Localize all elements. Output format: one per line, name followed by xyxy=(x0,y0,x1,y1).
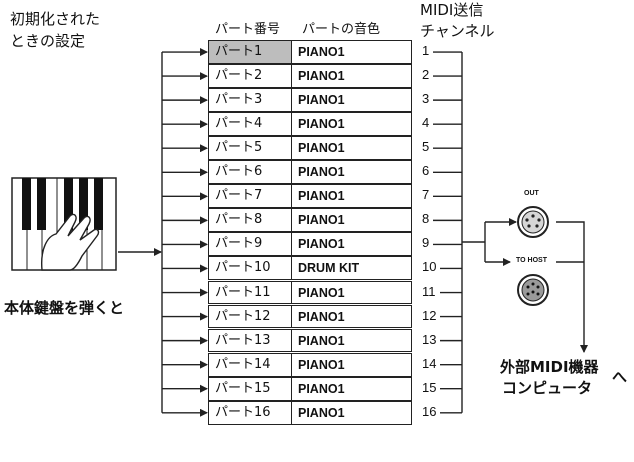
part-number-cell: パート5 xyxy=(208,136,292,161)
part-number-cell: パート7 xyxy=(208,184,292,209)
part-tone-header: パートの音色 xyxy=(302,22,381,37)
initial-setting-label: 初期化された ときの設定 xyxy=(10,8,100,52)
part-number-cell: パート6 xyxy=(208,160,292,185)
midi-channel-number: 3 xyxy=(422,91,430,107)
part-tone-cell: PIANO1 xyxy=(291,376,412,401)
destination-suffix: へ xyxy=(612,368,628,386)
part-number-cell: パート12 xyxy=(208,304,292,329)
initial-setting-line-2: ときの設定 xyxy=(10,32,86,50)
to-host-port-label: TO HOST xyxy=(516,257,547,264)
part-number-cell: パート10 xyxy=(208,256,292,281)
initial-setting-line-1: 初期化された xyxy=(10,10,101,28)
part-tone-cell: PIANO1 xyxy=(291,208,412,233)
part-number-cell: パート2 xyxy=(208,64,292,88)
part-tone-cell: DRUM KIT xyxy=(291,256,412,281)
part-number-cell: パート16 xyxy=(208,400,292,425)
out-port-label: OUT xyxy=(524,190,539,197)
midi-channel-number: 1 xyxy=(422,43,430,58)
midi-channel-header-line-2: チャンネル xyxy=(420,22,495,40)
part-tone-cell: PIANO1 xyxy=(291,352,412,377)
midi-channel-number: 4 xyxy=(422,115,430,131)
part-number-cell: パート14 xyxy=(208,352,292,377)
part-tone-cell: PIANO1 xyxy=(291,64,412,88)
part-tone-cell: PIANO1 xyxy=(291,184,412,209)
part-tone-cell: PIANO1 xyxy=(291,112,412,137)
part-number-cell: パート11 xyxy=(208,280,292,305)
part-tone-cell: PIANO1 xyxy=(291,232,412,257)
part-number-cell: パート3 xyxy=(208,88,292,112)
midi-channel-number: 16 xyxy=(422,403,437,419)
destination-line-2: コンピュータ xyxy=(502,379,593,397)
part-tone-cell: PIANO1 xyxy=(291,136,412,161)
keyboard-caption: 本体鍵盤を弾くと xyxy=(4,299,125,317)
midi-channel-header: MIDI送信 チャンネル xyxy=(420,0,495,42)
destination-line-1: 外部MIDI機器 xyxy=(500,358,599,376)
midi-channel-number: 2 xyxy=(422,67,430,83)
part-number-cell: パート4 xyxy=(208,112,292,137)
part-number-cell: パート1 xyxy=(208,40,292,64)
to-host-port-icon xyxy=(517,274,549,306)
midi-channel-number: 12 xyxy=(422,307,437,323)
part-number-header: パート番号 xyxy=(215,22,281,37)
keyboard-hand-icon xyxy=(11,177,117,271)
midi-channel-number: 7 xyxy=(422,187,430,203)
midi-channel-number: 9 xyxy=(422,235,430,251)
midi-channel-number: 11 xyxy=(422,283,436,299)
midi-channel-number: 6 xyxy=(422,163,430,179)
destination-label: 外部MIDI機器 コンピュータ xyxy=(500,357,599,399)
midi-channel-number: 5 xyxy=(422,139,430,155)
part-tone-cell: PIANO1 xyxy=(291,160,412,185)
part-number-cell: パート15 xyxy=(208,376,292,401)
part-tone-cell: PIANO1 xyxy=(291,328,412,353)
part-tone-cell: PIANO1 xyxy=(291,88,412,112)
midi-channel-header-line-1: MIDI送信 xyxy=(420,1,484,19)
part-tone-cell: PIANO1 xyxy=(291,304,412,329)
part-tone-cell: PIANO1 xyxy=(291,280,412,305)
midi-channel-number: 14 xyxy=(422,355,437,371)
part-tone-cell: PIANO1 xyxy=(291,40,412,64)
part-number-cell: パート13 xyxy=(208,328,292,353)
out-to-external-wire xyxy=(556,221,585,330)
midi-channel-number: 10 xyxy=(422,259,437,275)
midi-channel-number: 15 xyxy=(422,379,437,395)
part-number-cell: パート8 xyxy=(208,208,292,233)
part-number-cell: パート9 xyxy=(208,232,292,257)
midi-channel-number: 13 xyxy=(422,331,437,347)
part-tone-cell: PIANO1 xyxy=(291,400,412,425)
midi-out-port-icon xyxy=(517,206,549,238)
midi-channel-number: 8 xyxy=(422,211,430,227)
